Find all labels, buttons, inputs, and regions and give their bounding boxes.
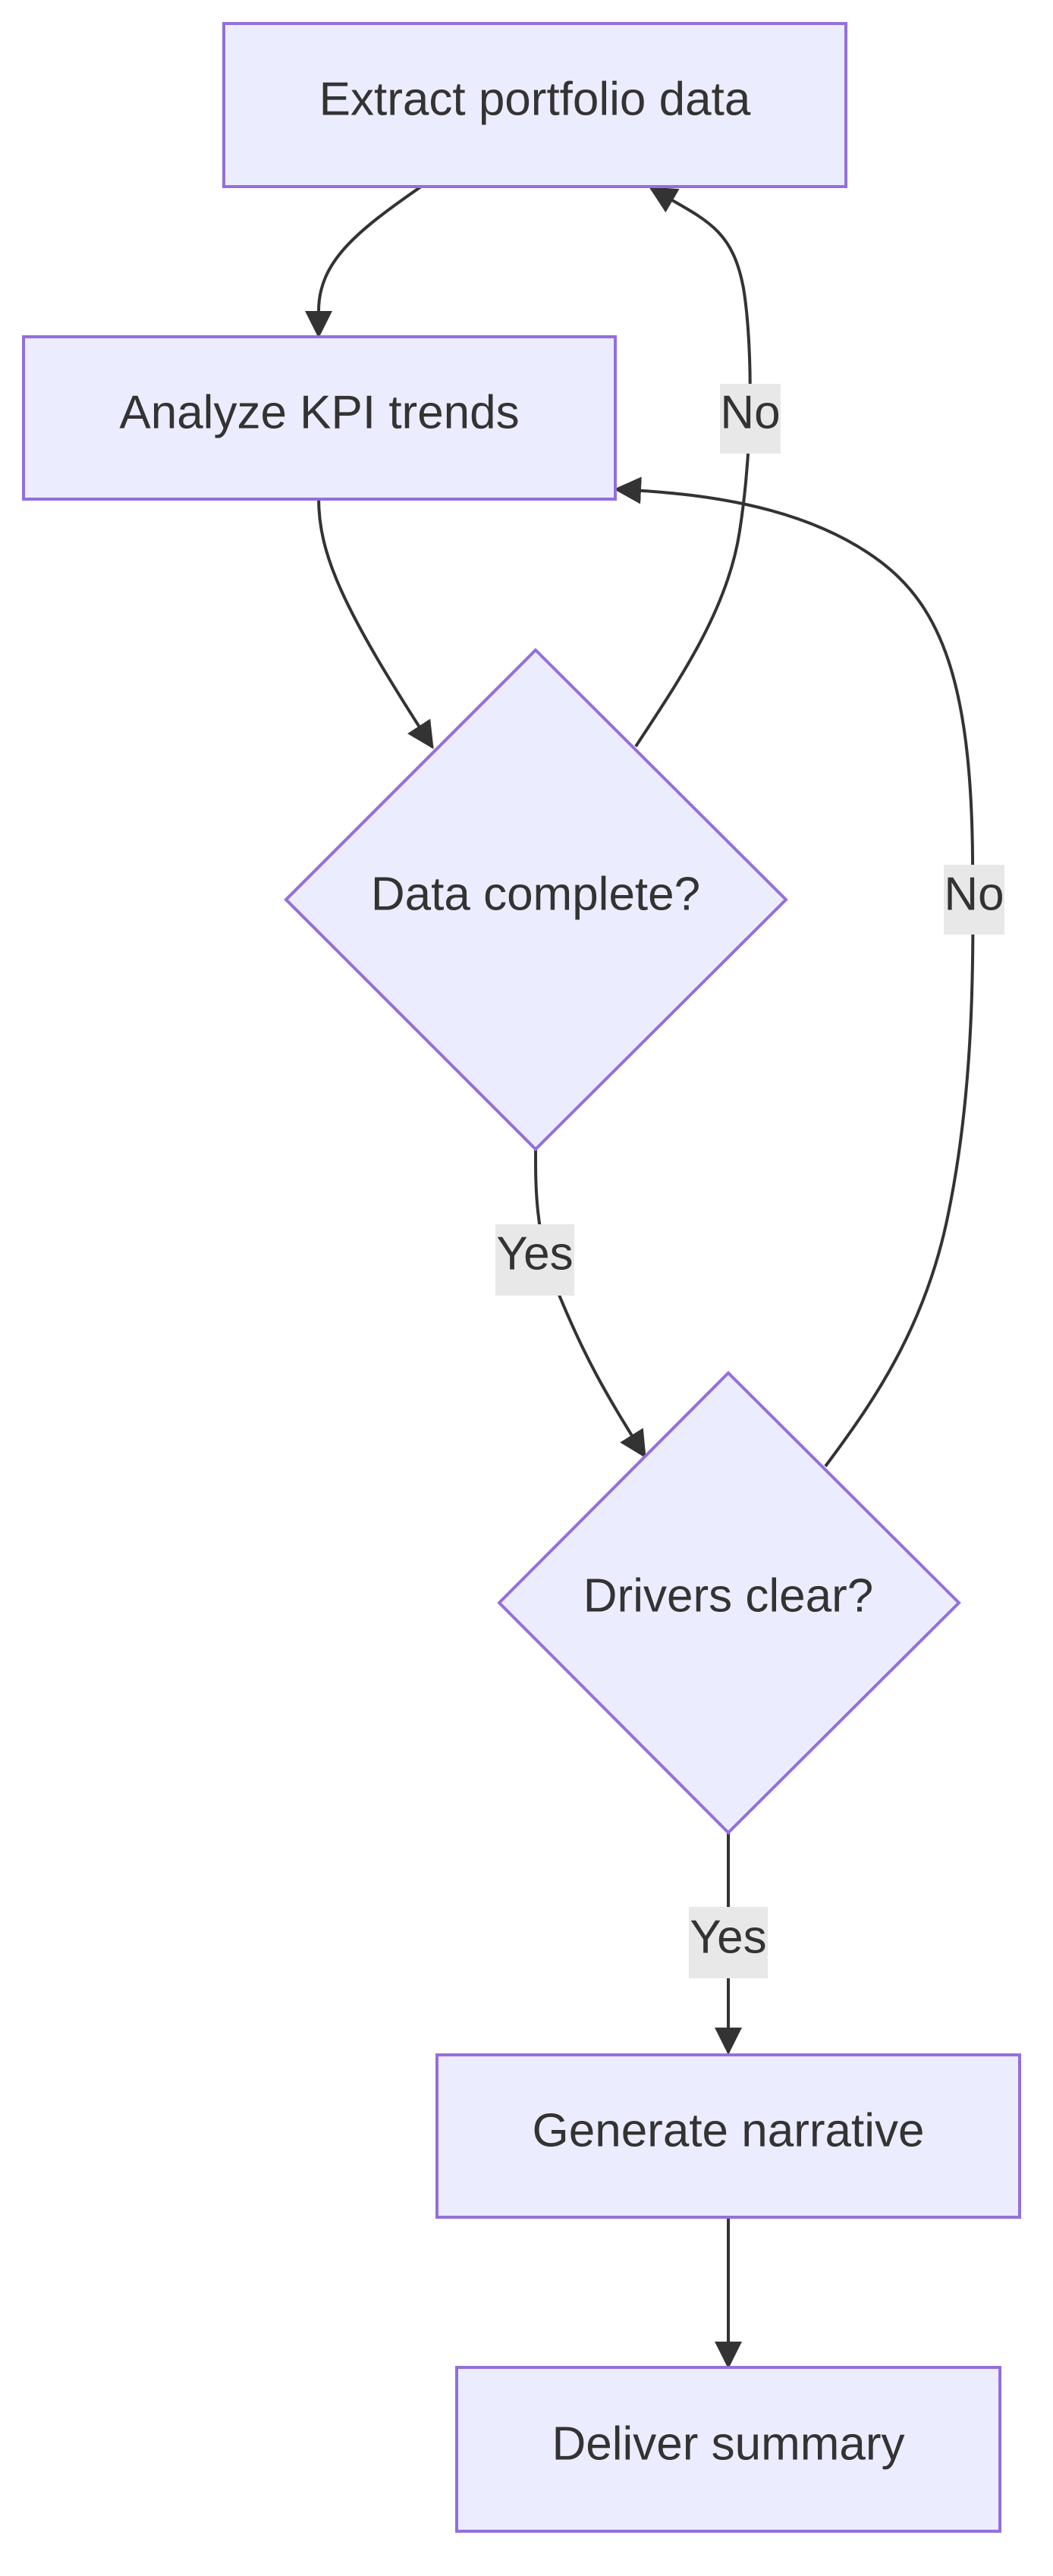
edge-label-drivers-clear-yes: Yes <box>689 1907 768 1978</box>
node-data-complete-decision: Data complete? <box>284 648 788 1151</box>
node-label: Generate narrative <box>533 2104 925 2157</box>
node-label: Analyze KPI trends <box>119 386 519 438</box>
edge-data-complete-to-drivers-clear-yes <box>533 1148 646 1459</box>
node-deliver-summary: Deliver summary <box>455 2366 1001 2533</box>
edge-drivers-clear-to-analyze-no <box>614 476 975 1468</box>
edge-label-drivers-clear-no: No <box>944 865 1004 935</box>
edge-analyze-to-data-complete <box>317 497 434 749</box>
node-generate-narrative: Generate narrative <box>435 2053 1021 2219</box>
node-label: Extract portfolio data <box>319 73 751 125</box>
node-extract-portfolio-data: Extract portfolio data <box>222 22 847 188</box>
edge-data-complete-to-extract-no <box>634 187 752 748</box>
edge-label-data-complete-no: No <box>720 384 781 454</box>
node-label: Drivers clear? <box>583 1569 873 1622</box>
edge-label-text: Yes <box>690 1911 766 1963</box>
edge-label-text: No <box>720 386 780 438</box>
edge-label-text: Yes <box>496 1227 573 1280</box>
node-label: Deliver summary <box>552 2417 904 2470</box>
edge-label-text: No <box>944 868 1004 920</box>
edge-extract-to-analyze <box>305 185 423 338</box>
node-label: Data complete? <box>371 868 700 920</box>
edge-label-data-complete-yes: Yes <box>495 1224 574 1296</box>
node-drivers-clear-decision: Drivers clear? <box>497 1371 961 1835</box>
node-analyze-kpi-trends: Analyze KPI trends <box>22 335 617 501</box>
